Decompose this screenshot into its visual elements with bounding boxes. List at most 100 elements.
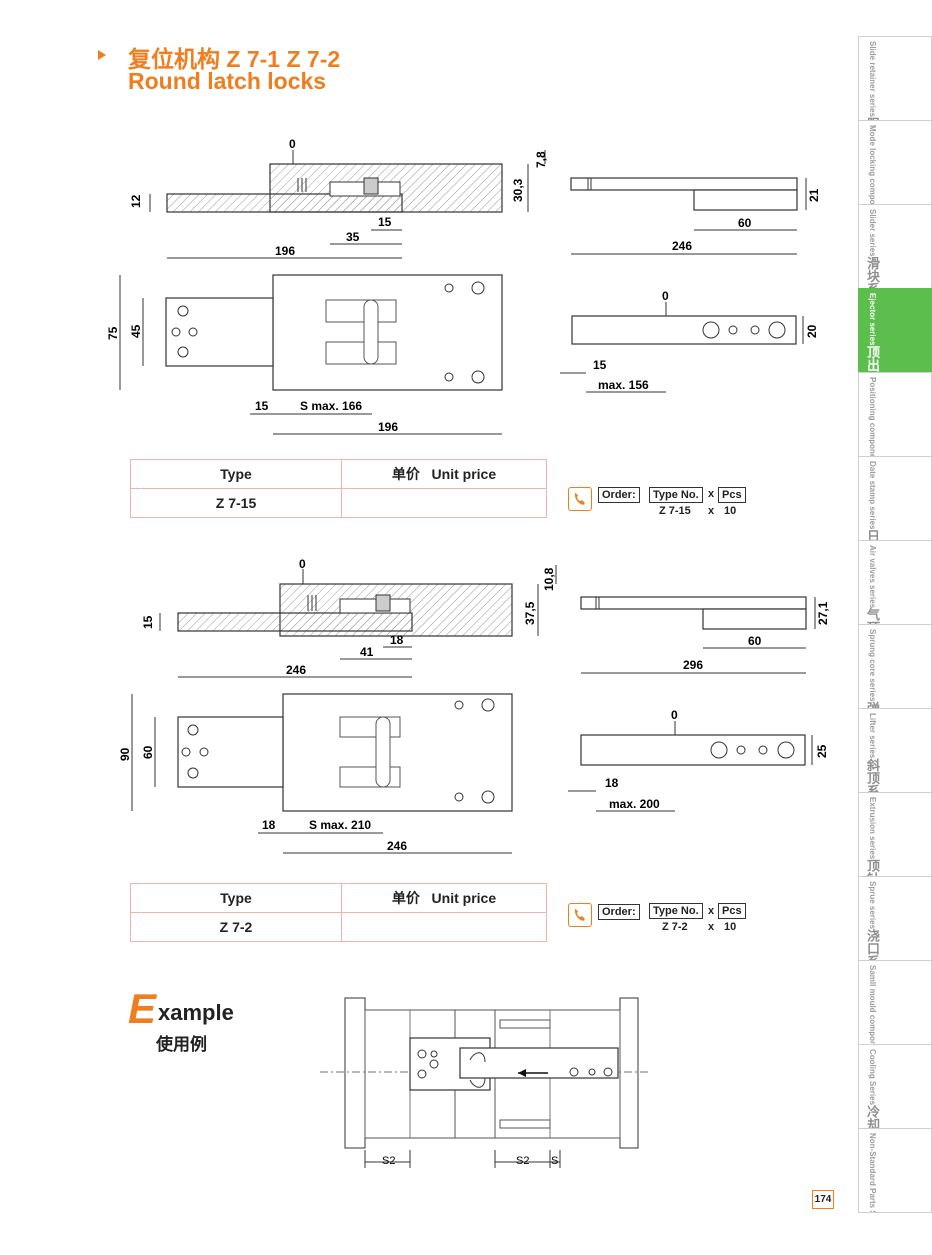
dim-thickness-2: 10,8 (542, 567, 556, 591)
dim-origin-bar-2: 0 (671, 708, 678, 722)
dim-27: 27,1 (816, 601, 830, 625)
dim-origin-bar: 0 (662, 289, 669, 303)
times-sign-4: x (708, 921, 715, 933)
dim-60: 60 (738, 216, 752, 230)
sidebar-tab-label-en: Slider series (868, 209, 877, 257)
sidebar-tab-label-en: Non-Standard Parts Series (868, 1133, 877, 1213)
dim-height-small: 12 (129, 194, 143, 208)
order-label: Order: (598, 487, 640, 503)
sidebar-tab-7[interactable]: Sprung core series弹弓顶针系列 (858, 624, 932, 708)
dim-35: 35 (346, 230, 360, 244)
dim-45: 45 (129, 324, 143, 338)
dim-296: 296 (683, 658, 703, 672)
sidebar-tab-label-en: Samll mould components series (868, 965, 877, 1044)
dim-196: 196 (275, 244, 295, 258)
sidebar-tab-1[interactable]: Mode locking component series锁模组件系列 (858, 120, 932, 204)
dim-25: 25 (815, 744, 829, 758)
sidebar-tab-label-en: Positioning components series (868, 377, 877, 456)
sidebar-tab-2[interactable]: Slider series滑块系列 (858, 204, 932, 288)
price-table-2: Type 单价 Unit price Z 7-2 (130, 883, 547, 942)
sidebar-tab-8[interactable]: Lifter series斜顶系列 (858, 708, 932, 792)
sidebar-tab-13[interactable]: Non-Standard Parts Series非标件系列 (858, 1128, 932, 1213)
technical-drawing-z7-2: 0 15 37,5 10,8 18 41 246 27,1 60 296 (118, 557, 830, 854)
dim-15-plan: 15 (255, 399, 269, 413)
price-table-1: Type 单价 Unit price Z 7-15 (130, 459, 547, 518)
sidebar-tab-label-en: Air valves series (868, 545, 877, 609)
sidebar-tab-label-cn: 顶出系列 (865, 345, 880, 372)
dim-246-plan: 246 (387, 839, 407, 853)
sidebar-tab-6[interactable]: Air valves series气顶系列 (858, 540, 932, 624)
col-type-2: Type (130, 883, 342, 913)
phone-order-icon (568, 487, 592, 511)
sidebar-tab-label-en: Cooling Series (868, 1049, 877, 1106)
col-type: Type (130, 459, 342, 489)
order-type-value: Z 7-15 (659, 505, 691, 517)
dim-height-small-2: 15 (141, 615, 155, 629)
sidebar-tab-label-en: Lifter series (868, 713, 877, 759)
sidebar-tab-label-en: Slide retainer series (868, 41, 877, 118)
typeno-label-2: Type No. (649, 903, 703, 919)
sidebar-tab-label-en: Extrusion series (868, 797, 877, 860)
sidebar-tab-0[interactable]: Slide retainer series限位夹系列 (858, 36, 932, 120)
example-title-cn: 使用例 (156, 1035, 207, 1054)
dim-max-2: max. 200 (609, 797, 660, 811)
label-s2-right: S2 (516, 1155, 529, 1167)
technical-drawing-z7-15: 0 12 30,3 7,8 15 35 196 21 60 246 (106, 137, 821, 435)
dim-21: 21 (807, 188, 821, 202)
dim-total-height: 30,3 (511, 178, 525, 202)
example-title: xample (158, 1000, 234, 1025)
side-view-2: 27,1 60 296 (580, 596, 830, 674)
order-label-2: Order: (598, 904, 640, 920)
sidebar-tab-4[interactable]: Positioning components series定位组件系列 (858, 372, 932, 456)
dim-246-top: 246 (286, 663, 306, 677)
sidebar-tab-3[interactable]: Ejector series顶出系列 (858, 288, 932, 372)
pcs-label: Pcs (718, 487, 746, 503)
example-title-initial: E (128, 985, 157, 1032)
dim-thickness: 7,8 (534, 151, 548, 168)
dim-18: 18 (390, 633, 404, 647)
section-view-1: 0 12 30,3 7,8 15 35 196 (129, 137, 548, 259)
sidebar-tab-5[interactable]: Date stamp series日期章系列 (858, 456, 932, 540)
row-type-2: Z 7-2 (130, 912, 342, 942)
dim-60-plan: 60 (141, 745, 155, 759)
dim-41: 41 (360, 645, 374, 659)
sidebar-tab-12[interactable]: Cooling Series冷却系列 (858, 1044, 932, 1128)
sidebar-tab-11[interactable]: Samll mould components series小配件系列 (858, 960, 932, 1044)
dim-246: 246 (672, 239, 692, 253)
plan-view-1: 75 45 15 S max. 166 196 (106, 274, 503, 435)
sidebar-tab-label-en: Date stamp series (868, 461, 877, 530)
sidebar-tab-label-cn: 日期章系列 (865, 529, 880, 540)
dim-90: 90 (118, 747, 132, 761)
sidebar-tab-label-cn: 滑块系列 (865, 256, 880, 288)
order-pcs-value: 10 (724, 505, 737, 517)
sidebar-tab-label-en: Sprung core series (868, 629, 877, 702)
dim-total-height-2: 37,5 (523, 601, 537, 625)
pcs-label-2: Pcs (718, 903, 746, 919)
page-title-cn: 复位机构 Z 7-1 Z 7-2 (128, 46, 341, 72)
dim-stroke-2: S max. 210 (309, 818, 371, 832)
times-sign-2: x (708, 505, 715, 517)
dim-origin: 0 (289, 137, 296, 151)
row-price (341, 488, 547, 518)
dim-75: 75 (106, 326, 120, 340)
page-number: 174 (812, 1190, 834, 1209)
order-pcs-value-2: 10 (724, 921, 737, 933)
sidebar-tab-label-cn: 顶针系列 (865, 859, 880, 876)
dim-15: 15 (378, 215, 392, 229)
dim-20: 20 (805, 324, 819, 338)
typeno-label: Type No. (649, 487, 703, 503)
sidebar-tab-10[interactable]: Sprue series浇口系列 (858, 876, 932, 960)
sidebar-tab-label-cn: 斜顶系列 (865, 758, 880, 792)
arrow-left-icon (518, 1069, 526, 1077)
sidebar-tab-label-cn: 弹弓顶针系列 (865, 701, 880, 708)
dim-18-plan: 18 (262, 818, 276, 832)
dim-15-bar: 15 (593, 358, 607, 372)
sidebar-tab-label-cn: 冷却系列 (865, 1105, 880, 1128)
times-sign: x (708, 488, 715, 500)
sidebar-tab-9[interactable]: Extrusion series顶针系列 (858, 792, 932, 876)
dim-60-side: 60 (748, 634, 762, 648)
title-bullet-icon (98, 50, 106, 60)
plan-view-2: 90 60 18 S max. 210 246 (118, 693, 513, 854)
side-view-1: 21 60 246 (570, 177, 821, 255)
sidebar-tab-label-cn: 浇口系列 (865, 929, 880, 960)
